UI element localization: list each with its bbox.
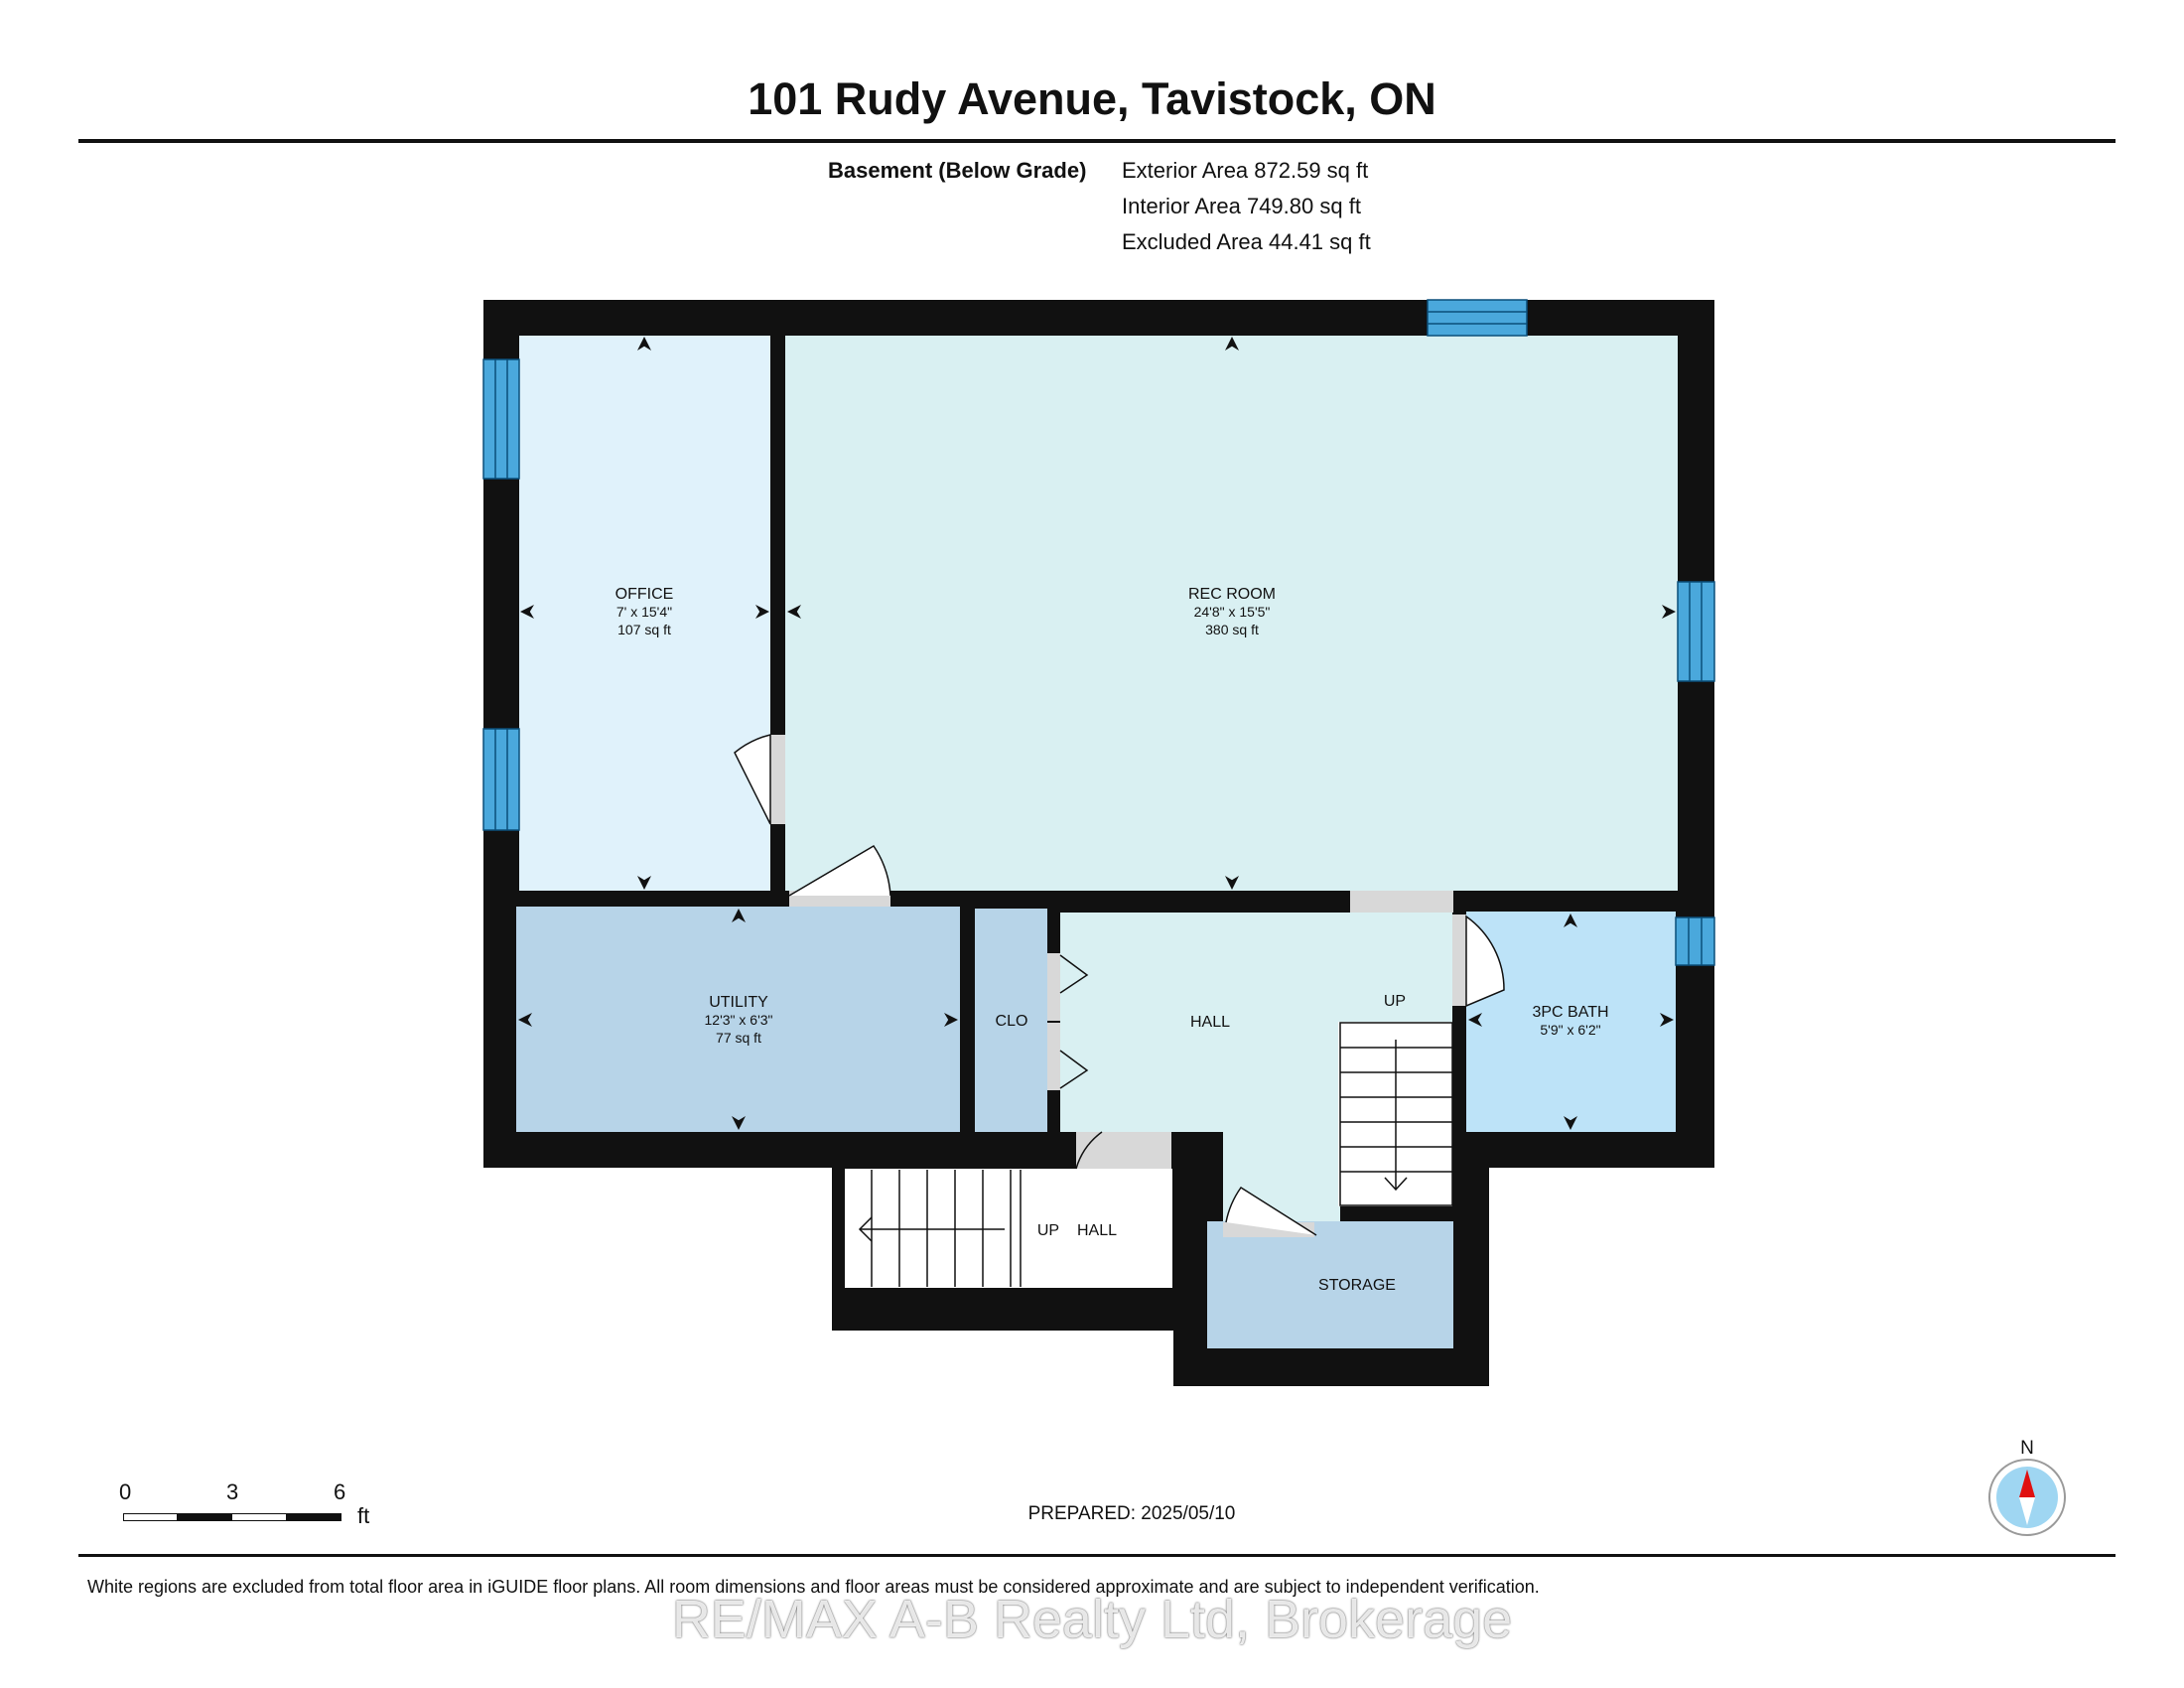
scale-tick-6: 6: [334, 1479, 346, 1504]
office-floor: [519, 336, 770, 891]
door-office: [734, 734, 785, 825]
scale-tick-0: 0: [119, 1479, 132, 1504]
scale-segment-3: [231, 1513, 287, 1521]
scale-segment-1: [123, 1513, 178, 1521]
scale-unit: ft: [357, 1503, 370, 1528]
office-dims: 7' x 15'4": [616, 604, 672, 620]
bath-name: 3PC BATH: [1532, 1004, 1608, 1021]
utility-floor: [516, 907, 960, 1132]
brokerage-watermark: RE/MAX A-B Realty Ltd, Brokerage: [671, 1590, 1513, 1649]
bath-dims: 5'9" x 6'2": [1540, 1022, 1600, 1038]
north-compass: N: [1985, 1438, 2069, 1537]
lower-hall-excluded: [845, 1169, 1172, 1288]
hall-name: HALL: [1190, 1014, 1230, 1031]
utility-area: 77 sq ft: [716, 1030, 761, 1046]
door-closet-lower: [1047, 1023, 1089, 1090]
header-rule: [78, 139, 2116, 143]
opening-rec-to-hall: [1350, 891, 1453, 913]
window-bath-east: [1675, 916, 1715, 966]
prepared-date: PREPARED: 2025/05/10: [1027, 1503, 1236, 1524]
exterior-area: Exterior Area 872.59 sq ft: [1122, 158, 1369, 183]
rec-room-floor: [785, 336, 1678, 891]
closet-name: CLO: [996, 1013, 1028, 1030]
office-name: OFFICE: [615, 586, 674, 603]
plan-title: 101 Rudy Avenue, Tavistock, ON: [748, 73, 1436, 124]
excluded-area: Excluded Area 44.41 sq ft: [1122, 229, 1371, 254]
scale-segment-4: [286, 1513, 341, 1521]
closet-floor: [975, 909, 1047, 1132]
door-bath: [1452, 914, 1505, 1008]
window-office-lower: [482, 728, 520, 831]
dimension-arrows: [518, 337, 1676, 1130]
window-rec-room-east: [1677, 581, 1715, 682]
stair-up-label: UP: [1384, 993, 1406, 1010]
rec-room-area: 380 sq ft: [1205, 622, 1259, 637]
rec-room-name: REC ROOM: [1188, 586, 1276, 603]
footer-rule: [78, 1554, 2116, 1557]
windows: [482, 299, 1715, 966]
storage-floor: [1207, 1221, 1453, 1348]
scale-segment-2: [177, 1513, 232, 1521]
lower-stair-up-label: UP: [1037, 1222, 1059, 1239]
utility-dims: 12'3" x 6'3": [705, 1012, 773, 1028]
door-storage: [1223, 1186, 1317, 1237]
compass-rose-icon: [1988, 1459, 2066, 1536]
office-area: 107 sq ft: [617, 622, 671, 637]
stair-up: [1339, 1022, 1453, 1206]
interior-area: Interior Area 749.80 sq ft: [1122, 194, 1361, 218]
door-closet-upper: [1047, 953, 1089, 1021]
rec-room-dims: 24'8" x 15'5": [1194, 604, 1271, 620]
disclaimer-text: White regions are excluded from total fl…: [87, 1577, 1540, 1597]
stair-lower: [858, 1170, 1022, 1287]
window-top: [1427, 299, 1528, 337]
bath-floor: [1466, 912, 1676, 1132]
compass-north-label: N: [2020, 1438, 2034, 1459]
doors: [734, 734, 1505, 1237]
door-utility: [788, 844, 891, 907]
level-label: Basement (Below Grade): [828, 158, 1087, 183]
area-list: Exterior Area 872.59 sq ft Interior Area…: [1122, 153, 1519, 260]
lower-hall-name: HALL: [1077, 1222, 1117, 1239]
storage-name: STORAGE: [1318, 1277, 1396, 1294]
door-lower-hall: [1075, 1131, 1171, 1170]
scale-bar: 0 3 6 ft: [119, 1479, 381, 1539]
window-office-upper: [482, 358, 520, 480]
scale-tick-3: 3: [226, 1479, 239, 1504]
utility-name: UTILITY: [709, 994, 768, 1011]
